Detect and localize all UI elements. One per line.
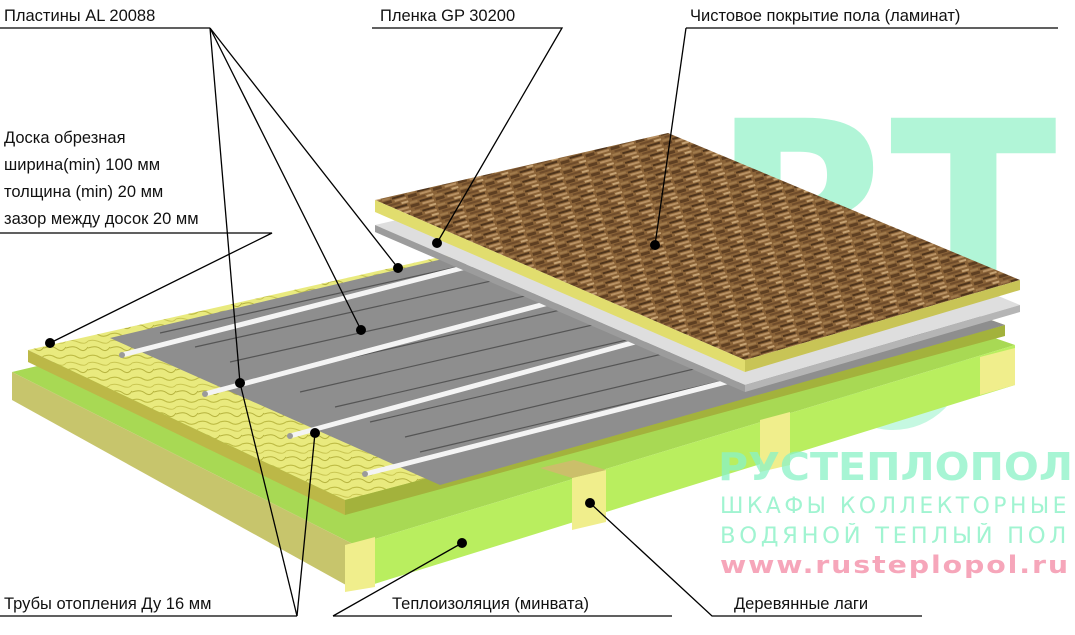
heating-pipes bbox=[119, 263, 745, 477]
watermark-text: РУСТЕПЛОПОЛ ШКАФЫ КОЛЛЕКТОРНЫЕ ВОДЯНОЙ Т… bbox=[718, 445, 1073, 579]
heating-pipe-2 bbox=[202, 297, 563, 397]
watermark-line1: ШКАФЫ КОЛЛЕКТОРНЫЕ bbox=[720, 494, 1070, 519]
watermark-line2: ВОДЯНОЙ ТЕПЛЫЙ ПОЛ bbox=[720, 523, 1070, 549]
heating-pipe-1 bbox=[119, 263, 473, 358]
leader-dots bbox=[45, 238, 660, 548]
label-finish: Чистовое покрытие пола (ламинат) bbox=[690, 7, 960, 25]
joist-top-2 bbox=[540, 460, 606, 478]
watermark-brand: РУСТЕПЛОПОЛ bbox=[718, 445, 1073, 489]
label-insulation: Теплоизоляция (минвата) bbox=[392, 595, 589, 613]
insulation-left-face bbox=[12, 372, 355, 590]
laminate-layer bbox=[375, 133, 1020, 372]
label-board-1: Доска обрезная bbox=[4, 129, 126, 147]
joist-end-3 bbox=[760, 412, 790, 472]
board-deck-side bbox=[345, 325, 1005, 515]
laminate-side bbox=[745, 280, 1020, 372]
leader-lines bbox=[0, 27, 1058, 617]
joist-end-4 bbox=[980, 348, 1015, 395]
heating-pipe-3 bbox=[287, 335, 653, 439]
label-pipes: Трубы отопления Ду 16 мм bbox=[4, 595, 211, 613]
label-joists: Деревянные лаги bbox=[734, 595, 868, 613]
film-side bbox=[745, 305, 1020, 392]
label-board-3: толщина (min) 20 мм bbox=[4, 183, 163, 201]
label-film: Пленка GP 30200 bbox=[380, 7, 515, 25]
callout-labels: Пластины AL 20088 Пленка GP 30200 Чистов… bbox=[4, 7, 960, 613]
insulation-front-face bbox=[355, 345, 1015, 590]
joist-end-1 bbox=[345, 537, 375, 592]
label-board-4: зазор между досок 20 мм bbox=[4, 210, 199, 228]
watermark-url: www.rusteplopol.ru bbox=[720, 551, 1070, 579]
film-edge bbox=[375, 225, 745, 392]
label-al-plates: Пластины AL 20088 bbox=[4, 7, 155, 25]
heating-pipe-4 bbox=[362, 375, 745, 477]
label-board-2: ширина(min) 100 мм bbox=[4, 156, 160, 174]
laminate-edge bbox=[375, 200, 745, 372]
board-deck-front bbox=[28, 350, 345, 515]
laminate-top bbox=[375, 133, 1020, 360]
